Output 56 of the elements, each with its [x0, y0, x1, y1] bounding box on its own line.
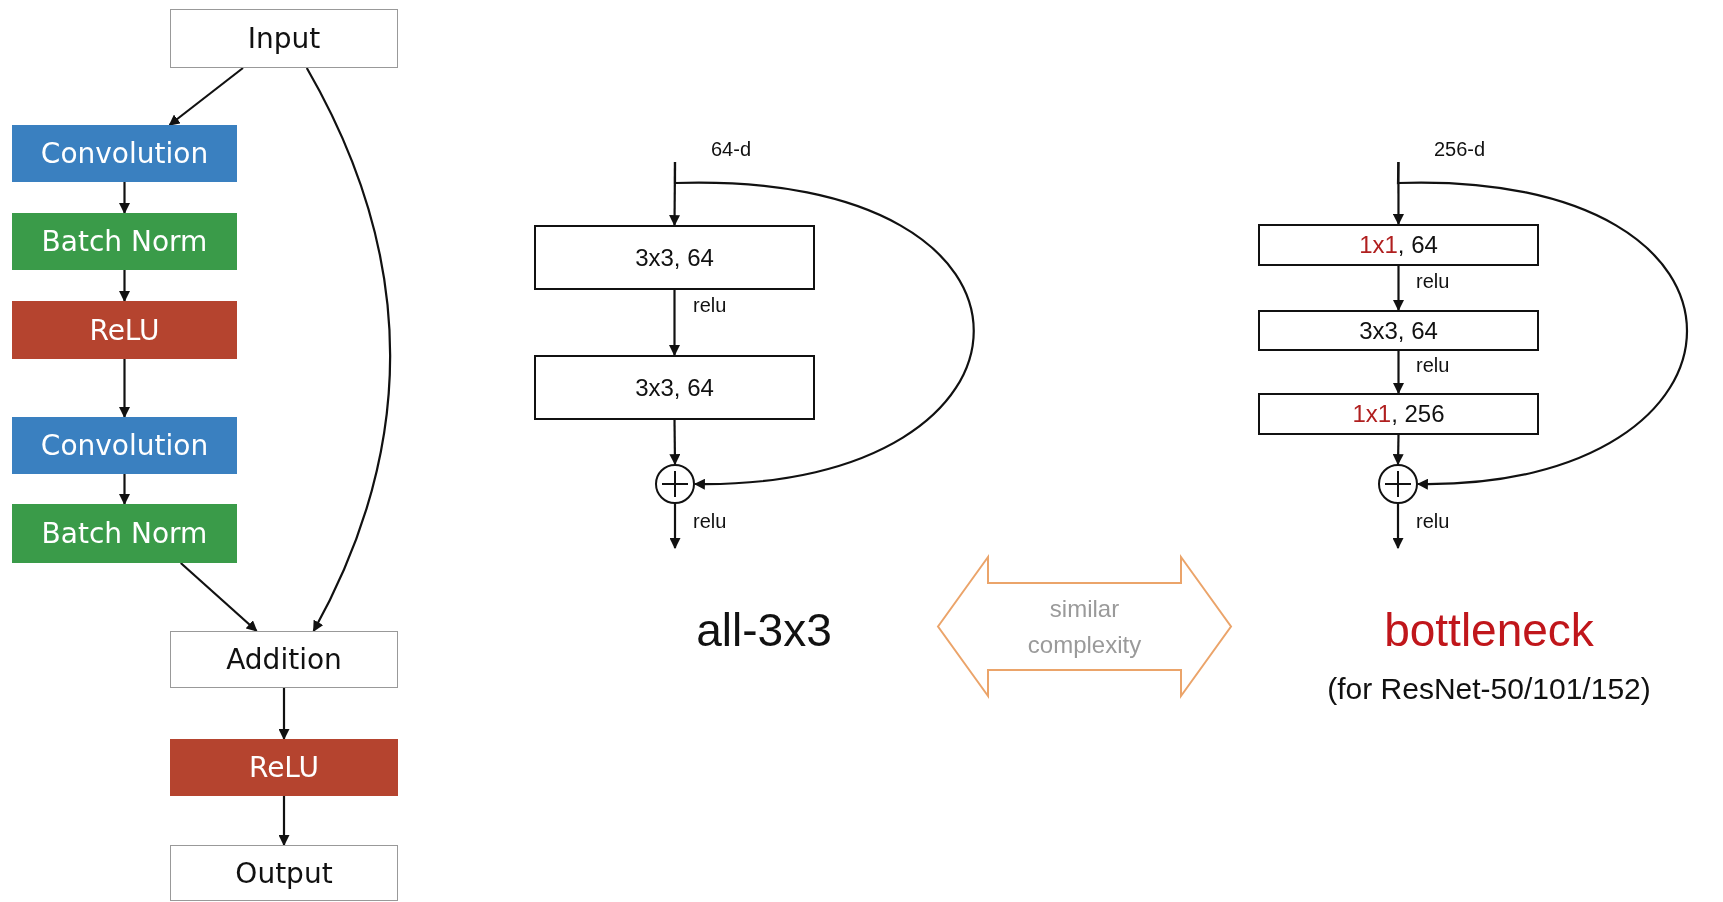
box-text: ReLU [248, 751, 320, 784]
arrow [119, 182, 130, 215]
box-text: Input [247, 22, 321, 55]
arrow [278, 796, 290, 847]
box-text: Convolution [40, 137, 209, 170]
arrow [1396, 161, 1689, 489]
box-text: Output [235, 856, 333, 890]
box-text: 64-d [711, 137, 752, 161]
arrow [305, 67, 392, 632]
box-text: Addition [226, 643, 342, 676]
arrow [1392, 435, 1404, 466]
arrow [669, 504, 681, 550]
arrow [168, 67, 244, 126]
double-arrow-shape [936, 555, 1233, 698]
layer-box [12, 213, 237, 270]
box-text: 3x3, 64 [635, 243, 714, 272]
layer-box [534, 225, 815, 290]
title-text: all-3x3 [696, 603, 832, 657]
arrow [1392, 504, 1404, 550]
layer-box [12, 301, 237, 359]
box-text: 1x1, 256 [1352, 400, 1445, 428]
process-box [170, 845, 398, 901]
box-text: 3x3, 64 [1359, 316, 1438, 345]
box-text: 1x1, 64 [1359, 231, 1438, 259]
layer-box [12, 125, 237, 182]
arrow [669, 420, 681, 466]
box-text: Batch Norm [41, 517, 208, 550]
box-text: Batch Norm [41, 225, 208, 258]
arrow [669, 290, 680, 357]
title-text: (for ResNet-50/101/152) [1327, 672, 1651, 706]
box-text: Convolution [40, 429, 209, 462]
process-box [170, 631, 398, 688]
arrow [278, 688, 290, 741]
arrow [180, 562, 258, 632]
arrow [1393, 162, 1404, 226]
box-text: ReLU [89, 313, 160, 347]
title-text: bottleneck [1384, 603, 1594, 657]
shape-text: similar complexity [1026, 593, 1143, 660]
layer-box [1258, 393, 1539, 435]
arrow [673, 162, 975, 489]
arrow [119, 270, 130, 303]
arrow [119, 359, 130, 419]
layer-box [534, 355, 815, 420]
layer-box [170, 739, 398, 796]
process-box [170, 9, 398, 68]
arrow [1393, 351, 1404, 395]
layer-box [12, 504, 237, 563]
box-text: 256-d [1434, 137, 1486, 161]
sum-circle [655, 464, 695, 504]
arrow [119, 474, 130, 506]
arrow [1393, 266, 1404, 312]
layer-box [12, 417, 237, 474]
sum-circle [1378, 464, 1418, 504]
layer-box [1258, 224, 1539, 266]
box-text: 3x3, 64 [635, 373, 714, 402]
layer-box [1258, 310, 1539, 351]
